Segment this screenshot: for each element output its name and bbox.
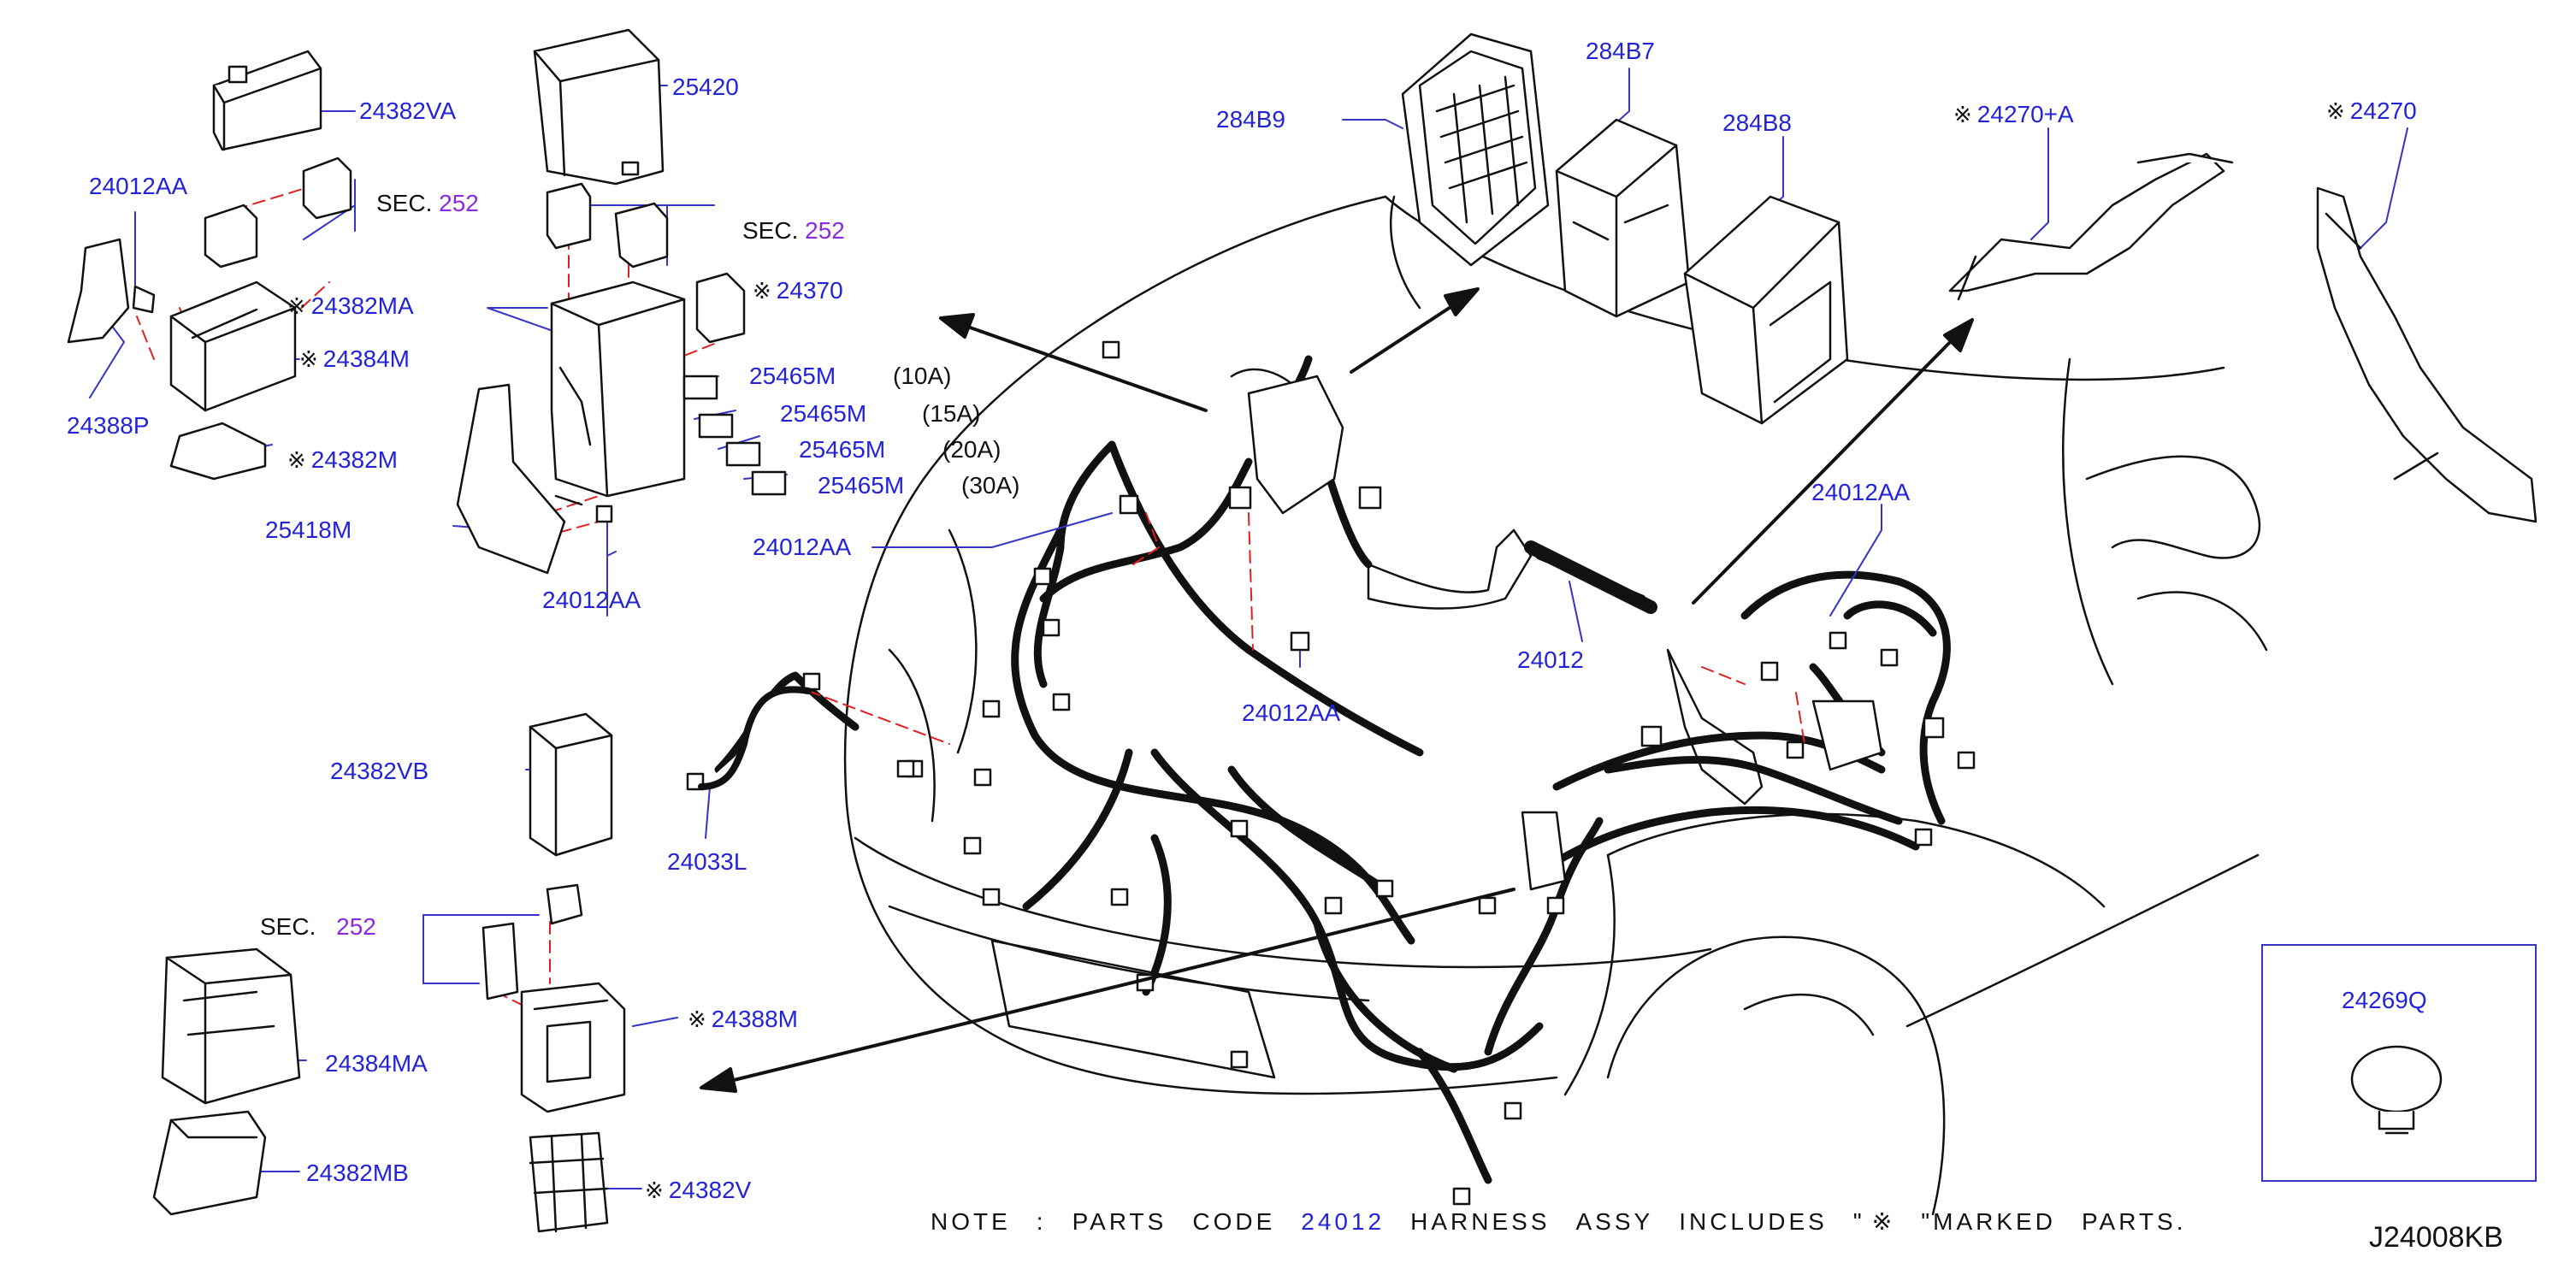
part-number: 24382V [668,1177,752,1203]
fuse-rating-30a: (30A) [961,472,1020,499]
note-word: NOTE [931,1208,1011,1235]
callout-25420: 25420 [672,74,739,100]
note-word: " [1852,1208,1865,1235]
callout-24012AA: 24012AA [1242,699,1341,726]
section-ref-label: SEC. 252 [376,190,479,217]
callout-25418M: 25418M [265,516,352,543]
callout-24382MB: 24382MB [306,1160,409,1186]
callout-24382VA: 24382VA [359,97,457,124]
section-ref-label: SEC. 252 [742,217,845,245]
fuse-rating-20a: (20A) [942,436,1001,463]
part-number: 24382MA [310,292,414,319]
part-number: 24388M [711,1006,798,1032]
note-word: "MARKED [1921,1208,2056,1235]
callout-25465M-20a: 25465M [799,436,886,463]
part-number: 24270 [2349,97,2417,124]
marked-symbol: ※ [2326,98,2345,124]
callout-25465M-15a: 25465M [780,400,867,427]
callout-24269Q: 24269Q [2342,987,2427,1013]
callout-24382VB: 24382VB [330,758,429,784]
part-number: 24270+A [1976,101,2074,127]
sec-number: 252 [805,217,845,244]
note-word: CODE [1192,1208,1276,1235]
fuse-rating-15a: (15A) [922,400,981,427]
callout-24384MA: 24384MA [325,1050,428,1077]
marked-symbol: ※ [1871,1208,1896,1235]
marked-symbol: ※ [1953,102,1972,127]
section-ref-label: SEC. 252 [260,913,376,941]
callout-284B9: 284B9 [1216,106,1285,133]
callout-284B8: 284B8 [1722,109,1792,136]
marked-symbol: ※ [299,346,318,372]
callout-24012AA: 24012AA [753,534,852,560]
callout-24012AA: 24012AA [1811,479,1911,505]
callout-24033L: 24033L [667,848,747,875]
marked-symbol: ※ [688,1006,706,1032]
callout-24388M: ※24388M [688,1006,798,1033]
callout-24388P: 24388P [67,412,150,439]
note-word: INCLUDES [1679,1208,1828,1235]
callout-24384M: ※24384M [299,345,410,373]
note-word: PARTS [1072,1208,1167,1235]
marked-symbol: ※ [287,447,306,473]
note-word: : [1036,1208,1047,1235]
note-part-code: 24012 [1301,1208,1385,1235]
callout-24270: ※24270 [2326,97,2417,125]
harness-braid [1524,540,1657,614]
sec-text: SEC. [260,913,316,940]
part-number: 24370 [776,277,843,304]
marked-symbol: ※ [645,1178,664,1203]
callout-25465M-30a: 25465M [818,472,905,499]
callout-leaders [89,68,2408,1189]
callout-24012AA: 24012AA [542,587,641,613]
sec-text: SEC. [742,217,799,244]
callout-24370: ※24370 [753,277,843,304]
marked-symbol: ※ [287,293,306,319]
sec-text: SEC. [376,190,433,216]
harness-note: NOTE: PARTS CODE 24012 HARNESS ASSY INCLUDES "※… [931,1207,2213,1236]
part-number: 24384M [322,345,410,372]
callout-24382M: ※24382M [287,446,398,474]
harness-bracket [1367,528,1764,806]
clip-inset-frame [2261,944,2537,1182]
callout-25465M-10a: 25465M [749,363,836,389]
component-drawings [67,28,2538,1233]
callout-24382V: ※24382V [645,1177,751,1204]
part-number: 24382M [310,446,398,473]
callout-24270-plus-a: ※24270+A [1953,101,2074,128]
callout-284B7: 284B7 [1586,38,1655,64]
callout-24382MA: ※24382MA [287,292,414,320]
diagram-code: J24008KB [2369,1221,2503,1254]
fuse-rating-10a: (10A) [893,363,952,389]
sec-number: 252 [439,190,479,216]
marked-symbol: ※ [753,278,771,304]
direction-arrows [700,287,1974,1093]
sec-number: 252 [336,913,376,940]
harness-connectors [686,340,1976,1206]
note-word: PARTS. [2081,1208,2187,1235]
callout-24012AA: 24012AA [89,173,188,199]
note-word: HARNESS [1410,1208,1551,1235]
callout-24012: 24012 [1517,646,1584,673]
note-word: ASSY [1575,1208,1654,1235]
